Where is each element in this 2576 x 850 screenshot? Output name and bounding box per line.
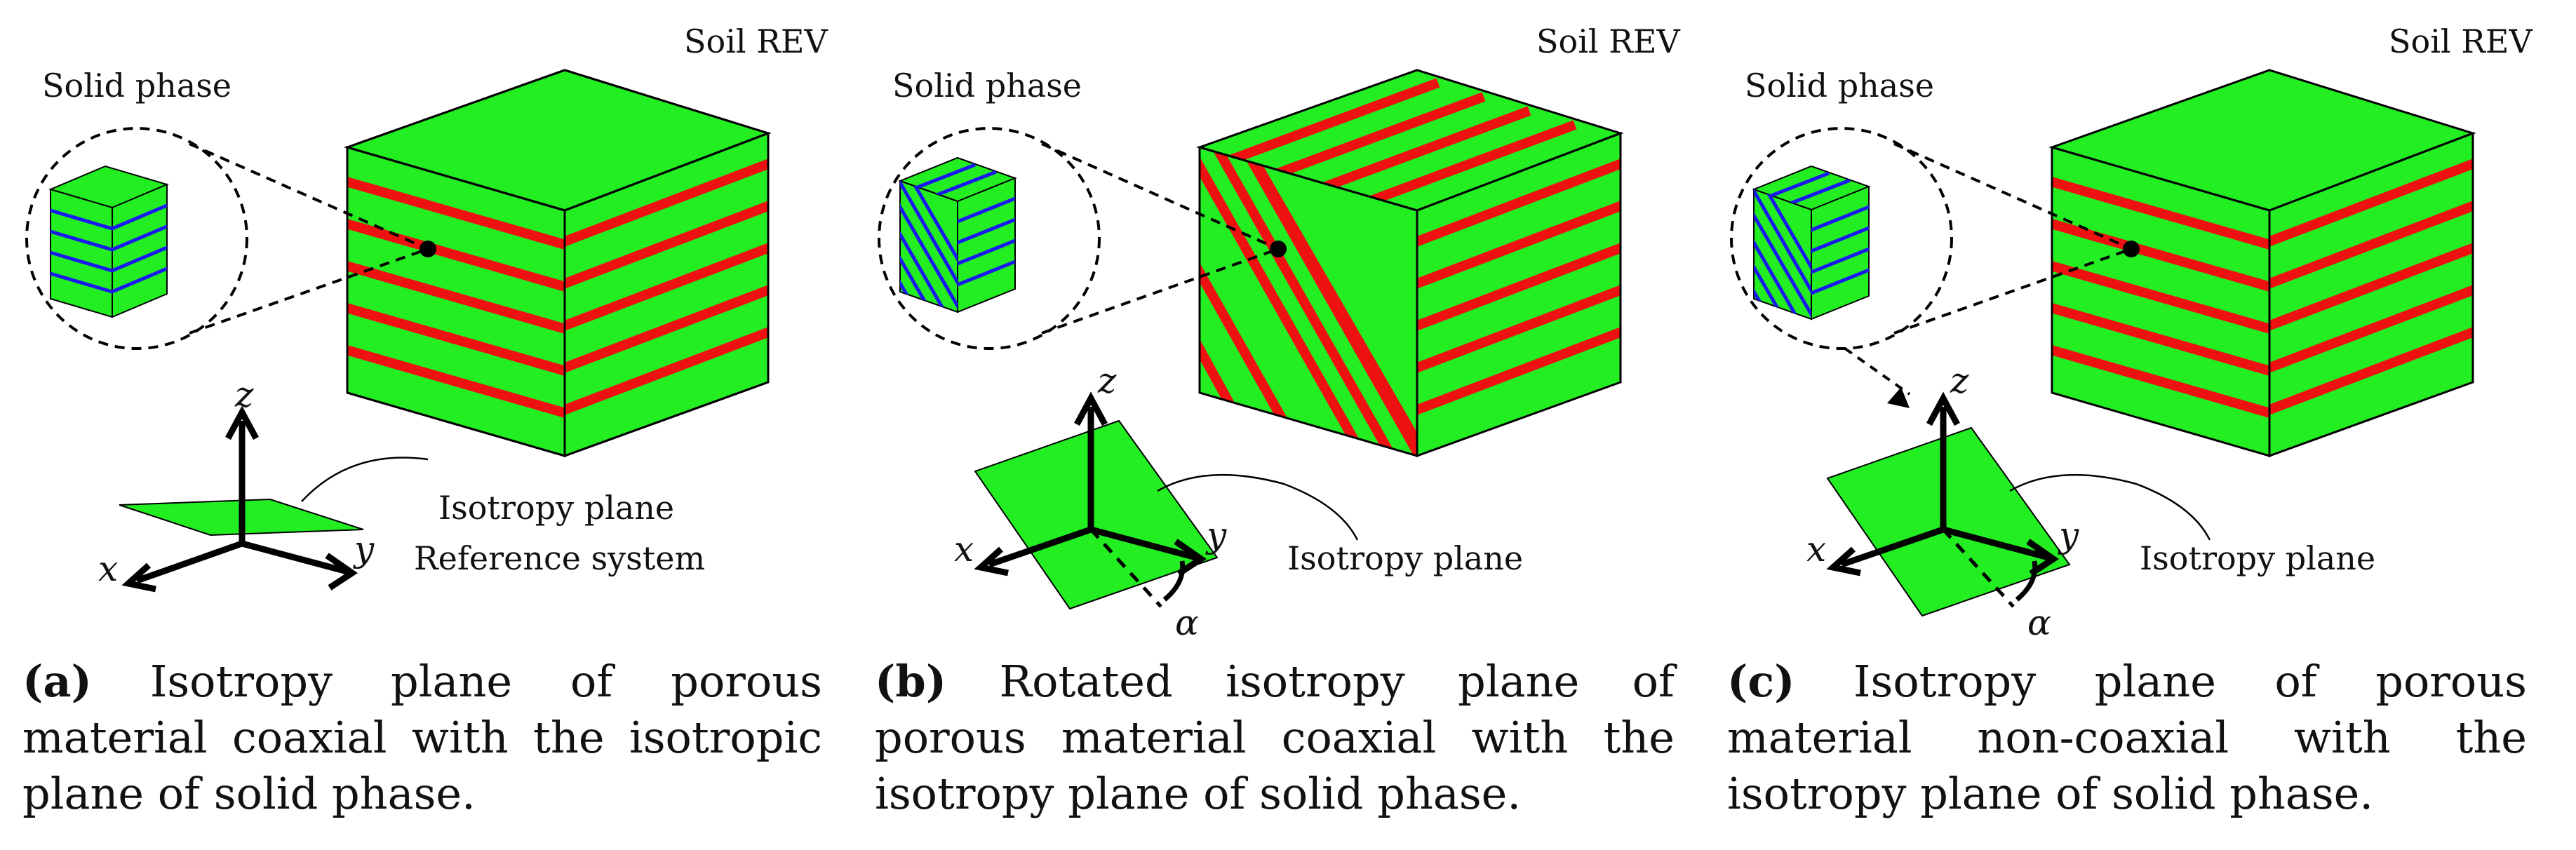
rotated-axis-dashed (1942, 528, 2015, 608)
caption-c: (c) Isotropy plane of porous material no… (1727, 656, 2527, 819)
axis-y-label: y (353, 529, 375, 569)
reference-system-label: Reference system (414, 539, 705, 577)
rotated-axis-dashed (1089, 528, 1162, 608)
angle-arc (1162, 560, 1186, 602)
isotropy-plane-label: Isotropy plane (2140, 539, 2375, 577)
caption-a: (a) Isotropy plane of porous material co… (22, 656, 822, 819)
angle-arc (2015, 560, 2038, 602)
link-arrowhead (1887, 387, 1910, 408)
magnifier-line-bottom (1041, 248, 1279, 335)
magnifier-line-top (1041, 142, 1279, 250)
magnifier-line-bottom (1893, 248, 2132, 335)
soil-rev-label: Soil REV (2389, 22, 2533, 60)
solid-phase-cube (1752, 165, 1871, 321)
isotropy-pointer (301, 457, 429, 502)
isotropy-plane (1826, 426, 2071, 617)
soil-rev-cube (344, 69, 772, 458)
red-layers-right-face (565, 155, 768, 419)
isotropy-pointer (1157, 473, 1359, 541)
caption-letter: b (895, 656, 926, 707)
soil-rev-cube (2048, 69, 2476, 458)
axis-z-label: z (1950, 360, 1969, 401)
caption-letter: a (43, 656, 72, 707)
caption-text: Rotated isotropy plane of porous materia… (875, 656, 1675, 819)
caption-text: Isotropy plane of porous material coaxia… (22, 656, 822, 819)
solid-phase-cube (898, 156, 1017, 313)
panel-b (878, 69, 1624, 610)
reference-axes (121, 405, 358, 593)
caption-text: Isotropy plane of porous material non-co… (1727, 656, 2527, 819)
panel-c (1730, 69, 2476, 617)
soil-rev-label: Soil REV (1536, 22, 1680, 60)
reference-axes (974, 391, 1207, 576)
axis-z-label: z (234, 375, 254, 415)
axis-y-label: y (1205, 515, 1227, 555)
soil-rev-cube-rotated (1196, 69, 1624, 458)
caption-letter: c (1747, 656, 1775, 707)
magnifier-line-top (1893, 142, 2132, 250)
panel-a (25, 69, 772, 593)
magnifier-circle (1730, 127, 1953, 350)
reference-axes (1826, 391, 2060, 576)
axis-x-label: x (1806, 529, 1826, 569)
caption-b: (b) Rotated isotropy plane of porous mat… (875, 656, 1675, 819)
axis-x-label: x (98, 548, 118, 589)
isotropy-plane-label: Isotropy plane (1287, 539, 1523, 577)
isotropy-plane-label: Isotropy plane (438, 489, 674, 527)
magnifier-line-bottom (189, 248, 429, 335)
angle-alpha-label: α (1175, 602, 1199, 643)
solid-phase-label: Solid phase (1745, 67, 1934, 104)
red-layers-left-face (347, 174, 565, 421)
solid-phase-cube (48, 165, 169, 318)
magnifier-line-top (189, 142, 429, 250)
solid-phase-label: Solid phase (892, 67, 1082, 104)
isotropy-pointer (2009, 473, 2211, 541)
magnifier-circle (878, 127, 1101, 350)
axis-z-label: z (1097, 360, 1117, 401)
axis-x-label: x (954, 529, 974, 569)
solid-phase-label: Solid phase (42, 67, 232, 104)
solid-to-plane-link (1844, 347, 1911, 396)
axis-y-label: y (2058, 515, 2079, 555)
angle-alpha-label: α (2027, 602, 2051, 643)
magnifier-circle (25, 127, 248, 350)
rotated-isotropy-plane (974, 419, 1219, 610)
soil-rev-label: Soil REV (684, 22, 828, 60)
